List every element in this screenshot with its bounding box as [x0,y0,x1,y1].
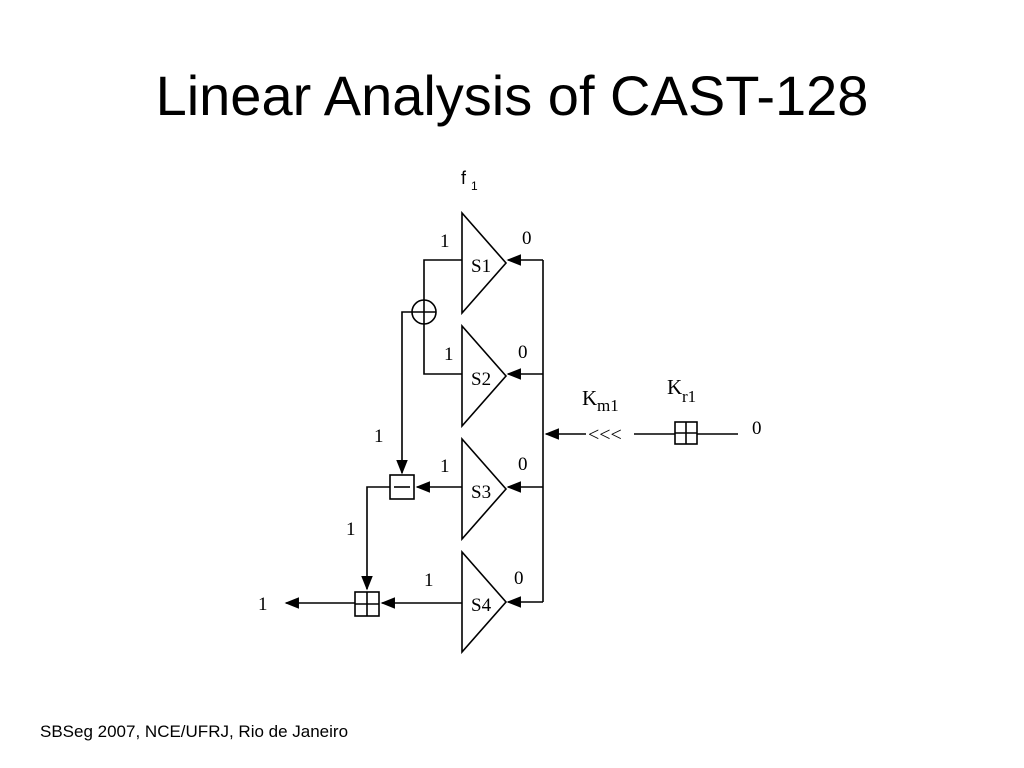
sub-to-add-wire [361,486,390,591]
final-add-box [354,591,380,617]
slide-title: Linear Analysis of CAST-128 [155,64,869,127]
xor-to-sub-wire [396,311,412,475]
sbox-s2: S2 [461,323,508,429]
function-subscript: 1 [471,179,478,193]
s3-output-mask: 1 [440,456,450,477]
xor-circle [411,299,437,325]
key-input-mask: 0 [752,418,762,439]
km-label: K [582,386,597,410]
sbox-s1-label: S1 [471,256,491,277]
s4-input-mask: 0 [514,568,524,589]
final-output-mask: 1 [258,594,268,615]
s3-input-mask: 0 [518,454,528,475]
s4-output-mask: 1 [424,570,434,591]
sub-output-mask: 1 [346,519,356,540]
s1-input-mask: 0 [522,228,532,249]
sbox-s1: S1 [461,210,508,316]
km-subscript: m1 [597,396,619,415]
sub-box [389,474,415,500]
sbox-s3-label: S3 [471,482,491,503]
key-add-box [674,421,698,445]
slide-footer: SBSeg 2007, NCE/UFRJ, Rio de Janeiro [40,722,349,741]
kr-label: K [667,375,682,399]
sbox-s3: S3 [461,436,508,542]
kr-subscript: r1 [682,387,696,406]
s1-s2-output-wires [423,259,462,375]
s2-output-mask: 1 [444,344,454,365]
sbox-s2-label: S2 [471,369,491,390]
s1-output-mask: 1 [440,231,450,252]
rotation-symbol: <<< [588,424,622,446]
sbox-s4-label: S4 [471,595,492,616]
xor-output-mask: 1 [374,426,384,447]
function-label: f [461,168,467,188]
input-bus [506,254,544,608]
s2-input-mask: 0 [518,342,528,363]
sbox-s4: S4 [461,549,508,655]
